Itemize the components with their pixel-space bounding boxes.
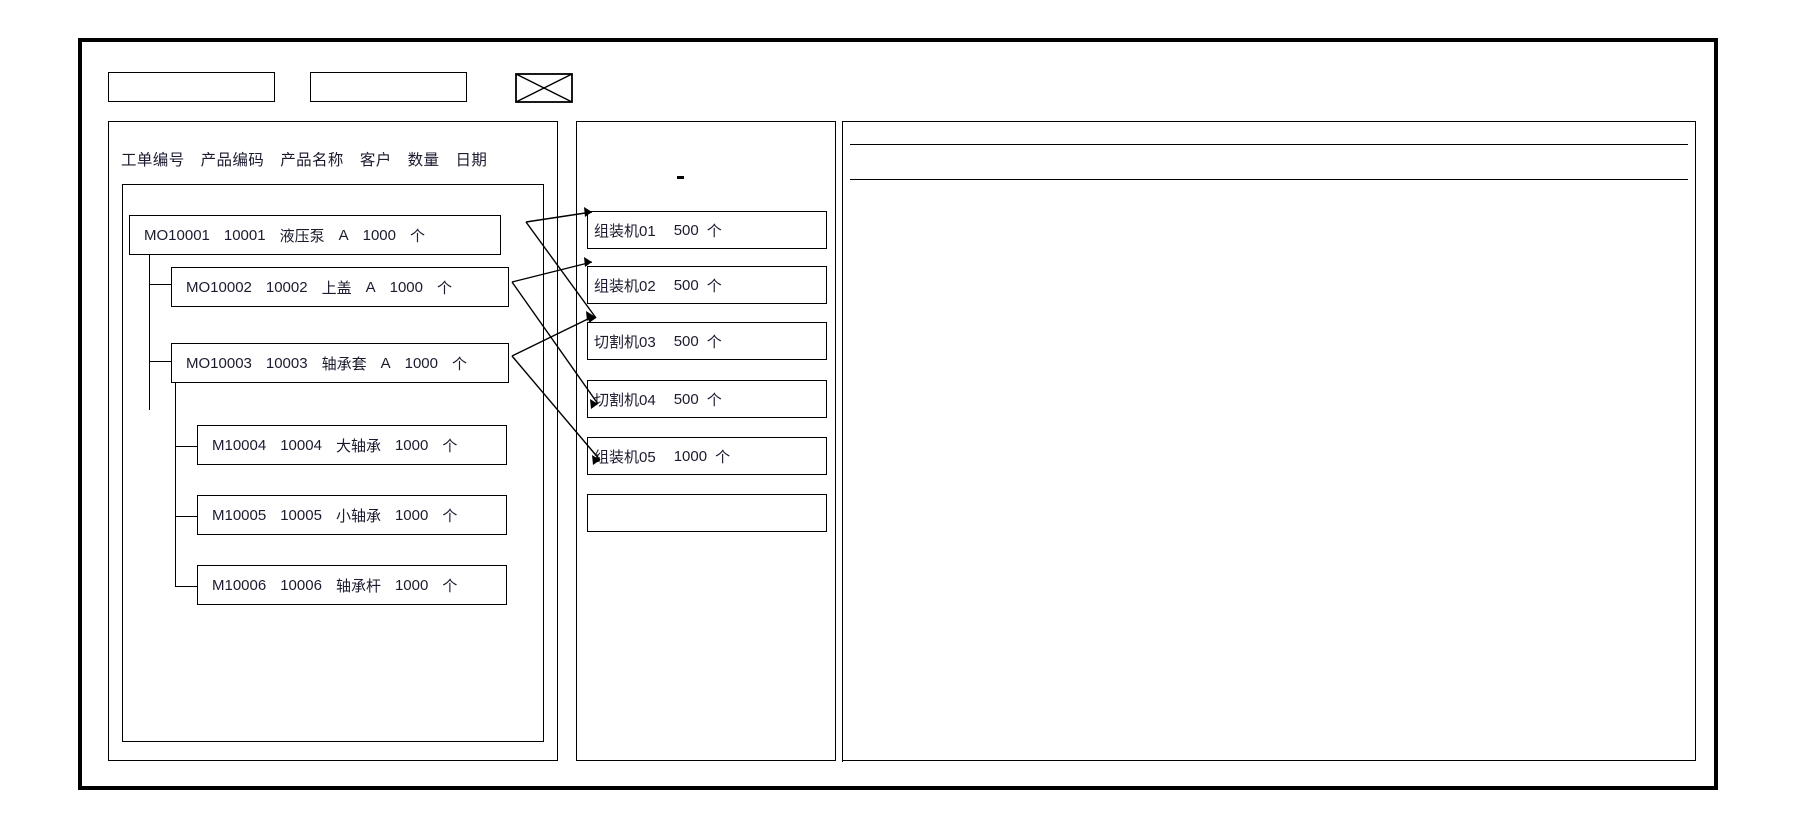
detail-panel-header-top-rule [850,144,1688,145]
table-row[interactable]: M10004 10004 大轴承 1000 个 [197,425,507,465]
table-row[interactable]: M10006 10006 轴承杆 1000 个 [197,565,507,605]
cell-order-no: MO10003 [186,354,252,372]
list-item[interactable]: 组装机02 500 个 [587,266,827,304]
machine-name: 组装机01 [594,222,656,240]
machine-name: 组装机05 [594,448,656,466]
machine-qty: 500 [673,221,699,239]
cell-product-code: 10005 [280,506,322,524]
cell-customer: A [380,354,391,372]
machine-unit: 个 [706,391,722,409]
detail-panel-left-divider [842,122,843,762]
dash-marker-icon [677,176,684,179]
cell-qty: 1000 [362,226,396,244]
cell-customer: A [365,278,376,296]
cell-product-name: 小轴承 [335,507,381,525]
cell-order-no: M10005 [212,506,267,524]
tree-elbow-row6 [175,365,197,587]
tree-column-headers: 工单编号 产品编码 产品名称 客户 数量 日期 [109,146,557,172]
machine-unit: 个 [715,448,731,466]
work-order-panel: 工单编号 产品编码 产品名称 客户 数量 日期 MO10001 [108,121,558,761]
tree-elbow-row3 [149,240,171,362]
cell-product-name: 上盖 [321,279,352,297]
cell-unit: 个 [437,279,453,297]
column-header-qty: 数量 [407,152,440,169]
machine-qty: 500 [673,276,699,294]
search-input[interactable] [108,72,275,102]
cell-product-code: 10003 [265,354,308,372]
cell-product-code: 10001 [223,226,266,244]
cell-product-code: 10004 [280,436,322,454]
machine-assignment-panel: 组装机01 500 个 组装机02 500 个 切割机03 500 个 切割机0… [576,121,836,761]
machine-qty: 1000 [673,447,708,465]
column-header-order-no: 工单编号 [121,152,185,169]
machine-unit: 个 [706,222,722,240]
window-frame: 工单编号 产品编码 产品名称 客户 数量 日期 MO10001 [78,38,1718,790]
list-item[interactable]: 切割机03 500 个 [587,322,827,360]
cell-customer: A [338,226,349,244]
cell-product-name: 大轴承 [335,437,381,455]
table-row[interactable]: MO10002 10002 上盖 A 1000 个 [171,267,509,307]
cell-unit: 个 [442,507,458,525]
column-header-customer: 客户 [359,152,392,169]
cell-qty: 1000 [389,278,423,296]
cell-unit: 个 [452,355,468,373]
cell-order-no: M10004 [212,436,267,454]
cell-qty: 1000 [394,436,429,454]
detail-panel-header-bottom-rule [850,179,1688,180]
cell-product-name: 轴承套 [321,355,367,373]
cell-qty: 1000 [394,576,429,594]
cell-qty: 1000 [394,506,429,524]
cell-qty: 1000 [404,354,438,372]
cell-unit: 个 [442,437,458,455]
cell-unit: 个 [410,227,426,245]
work-order-tree: MO10001 10001 液压泵 A 1000 个 MO10002 10002… [122,184,544,742]
list-item[interactable]: 组装机05 1000 个 [587,437,827,475]
cell-product-code: 10002 [265,278,308,296]
machine-unit: 个 [706,333,722,351]
cell-order-no: MO10002 [186,278,252,296]
column-header-date: 日期 [455,152,488,169]
cell-order-no: M10006 [212,576,267,594]
table-row[interactable]: M10005 10005 小轴承 1000 个 [197,495,507,535]
cell-product-code: 10006 [280,576,322,594]
detail-panel [842,121,1696,762]
column-header-product-code: 产品编码 [200,152,265,169]
machine-qty: 500 [673,332,699,350]
crossed-box-glyph [515,73,573,103]
cell-product-name: 液压泵 [279,227,325,245]
machine-name: 组装机02 [594,277,656,295]
cell-product-name: 轴承杆 [335,577,381,595]
list-item[interactable]: 组装机01 500 个 [587,211,827,249]
list-item[interactable]: 切割机04 500 个 [587,380,827,418]
machine-qty: 500 [673,390,699,408]
machine-name: 切割机04 [594,391,656,409]
list-item-empty[interactable] [587,494,827,532]
cell-order-no: MO10001 [144,226,210,244]
crossed-box-icon[interactable] [515,73,573,103]
cell-unit: 个 [442,577,458,595]
filter-input[interactable] [310,72,467,102]
table-row[interactable]: MO10001 10001 液压泵 A 1000 个 [129,215,501,255]
column-header-product-name: 产品名称 [280,152,344,169]
table-row[interactable]: MO10003 10003 轴承套 A 1000 个 [171,343,509,383]
machine-name: 切割机03 [594,333,656,351]
machine-unit: 个 [706,277,722,295]
